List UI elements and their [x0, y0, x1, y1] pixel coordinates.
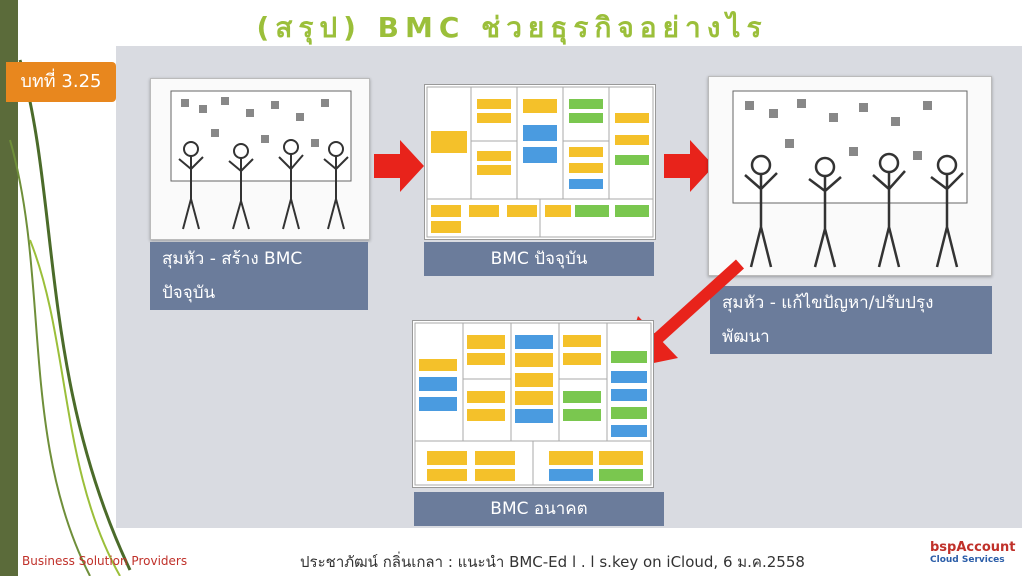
bmc-future-canvas [412, 320, 654, 488]
brainstorm-photo-1 [150, 78, 370, 240]
caption-step1: สุมหัว - สร้าง BMC ปัจจุบัน [150, 242, 368, 310]
left-accent-bar [0, 0, 18, 576]
bmc-current-canvas [424, 84, 656, 240]
company-logo: bspAccount Cloud Services [930, 540, 1020, 574]
arrow-right-2 [664, 140, 714, 192]
brainstorm-photo-2 [708, 76, 992, 276]
logo-top-text: bspAccount [930, 540, 1016, 555]
footer-company: Business Solution Providers [22, 554, 188, 568]
slide-title: (สรุป) BMC ช่วยธุรกิจอย่างไร [256, 11, 768, 44]
caption-step4: BMC อนาคต [414, 492, 664, 526]
chapter-tag: บทที่ 3.25 [6, 62, 116, 102]
logo-bottom-text: Cloud Services [930, 555, 1005, 565]
footer-credit: ประชาภัฒน์ กลิ่นเกลา : แนะนำ BMC-Ed l . … [300, 553, 805, 571]
caption-step2: BMC ปัจจุบัน [424, 242, 654, 276]
caption-step3: สุมหัว - แก้ไขปัญหา/ปรับปรุงพัฒนา [710, 286, 992, 354]
arrow-right-1 [374, 140, 424, 192]
decorative-curves [9, 59, 132, 576]
